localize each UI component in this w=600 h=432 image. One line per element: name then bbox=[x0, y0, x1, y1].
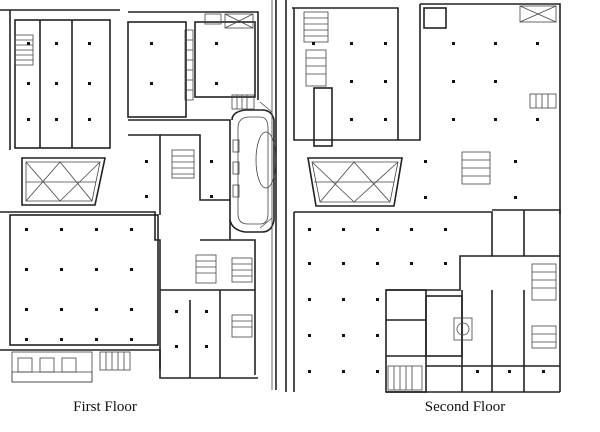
first-floor-columns bbox=[25, 42, 218, 348]
first-floor-void bbox=[21, 157, 106, 206]
second-floor-caption: Second Floor bbox=[424, 399, 506, 415]
first-floor-stairs bbox=[14, 13, 255, 371]
first-floor-fixtures bbox=[11, 29, 240, 383]
first-floor-walls bbox=[0, 0, 277, 390]
first-floor-plan bbox=[0, 0, 277, 390]
second-floor-plan bbox=[285, 0, 561, 393]
second-floor-columns bbox=[308, 42, 545, 373]
second-floor-void bbox=[307, 157, 403, 207]
second-floor-stairs bbox=[303, 5, 557, 391]
second-floor-walls bbox=[285, 0, 561, 393]
first-floor-caption: First Floor bbox=[73, 399, 137, 415]
